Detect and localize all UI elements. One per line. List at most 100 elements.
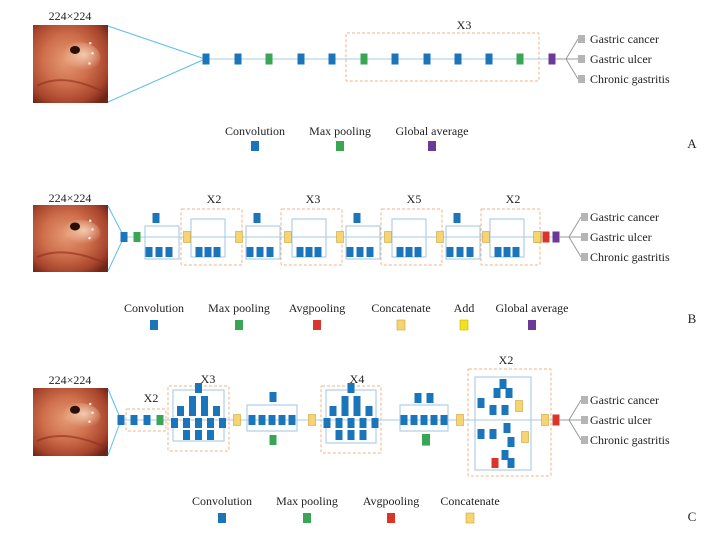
convolution-block <box>120 232 128 242</box>
class-label: Gastric ulcer <box>590 230 652 244</box>
class-label: Gastric ulcer <box>590 413 652 427</box>
specular-dot <box>89 42 92 45</box>
convolution-block <box>505 388 513 398</box>
convolution-block <box>253 213 261 223</box>
add-block <box>459 319 469 331</box>
convolution-block <box>335 418 343 428</box>
convolution-block <box>440 415 448 425</box>
convolution-block <box>117 415 125 425</box>
convolution-block <box>145 247 153 257</box>
convolution-block <box>213 247 221 257</box>
output-node <box>581 416 588 424</box>
input-size-label: 224×224 <box>49 191 92 205</box>
legend-label: Concatenate <box>440 494 499 508</box>
convolution-block <box>489 429 497 439</box>
convolution-block <box>353 406 361 416</box>
global-average-block <box>528 320 536 330</box>
max-pooling-block <box>360 53 368 65</box>
repeat-group-box <box>167 385 230 452</box>
legend-label: Convolution <box>225 124 285 138</box>
repeat-label: X3 <box>457 18 472 32</box>
convolution-block <box>204 247 212 257</box>
class-label: Chronic gastritis <box>590 72 670 86</box>
convolution-block <box>423 53 431 65</box>
convolution-block <box>477 429 485 439</box>
convolution-block <box>268 415 276 425</box>
max-pooling-block <box>336 141 344 151</box>
mucosa-highlight <box>58 219 101 247</box>
lesion-spot <box>70 45 80 54</box>
module-frame <box>246 404 298 432</box>
concatenate-block <box>183 231 191 243</box>
legend-label: Avgpooling <box>289 301 345 315</box>
convolution-block <box>420 415 428 425</box>
convolution-block <box>359 430 367 440</box>
global-average-block <box>548 53 556 65</box>
max-pooling-block <box>269 435 277 445</box>
convolution-block <box>453 213 461 223</box>
convolution-block <box>207 418 214 428</box>
concatenate-block <box>233 414 241 426</box>
specular-dot <box>91 411 94 414</box>
max-pooling-block <box>265 53 273 65</box>
legend-label: Avgpooling <box>363 494 419 508</box>
convolution-block <box>359 418 367 428</box>
convolution-block <box>494 247 502 257</box>
output-node <box>581 213 588 221</box>
legend-label: Max pooling <box>208 301 270 315</box>
convolution-block <box>248 415 256 425</box>
concatenate-block <box>521 431 529 443</box>
specular-dot <box>88 62 91 65</box>
repeat-group-box <box>345 32 540 82</box>
repeat-label: X3 <box>201 372 216 386</box>
max-pooling-block <box>133 232 141 242</box>
convolution-block <box>335 430 343 440</box>
mucosa-highlight <box>58 42 101 74</box>
convolution-block <box>341 406 349 416</box>
convolution-block <box>296 247 304 257</box>
lesion-spot <box>70 405 80 414</box>
legend-label: Global average <box>496 301 569 315</box>
convolution-block <box>454 53 462 65</box>
legend-label: Convolution <box>192 494 252 508</box>
repeat-label: X5 <box>407 192 422 206</box>
convolution-block <box>503 423 511 433</box>
convolution-block <box>347 418 355 428</box>
convolution-block <box>269 392 277 402</box>
output-wire <box>565 58 579 80</box>
convolution-block <box>507 458 515 468</box>
convolution-block <box>410 415 418 425</box>
class-label: Gastric ulcer <box>590 52 652 66</box>
convolution-block <box>356 247 364 257</box>
concatenate-block <box>384 231 392 243</box>
zoom-line <box>107 419 122 456</box>
convolution-block <box>493 388 501 398</box>
panel-label: C <box>688 509 697 524</box>
avgpooling-block <box>387 513 395 523</box>
module-frame <box>474 376 532 471</box>
lesion-spot <box>70 222 80 231</box>
repeat-label: X2 <box>144 391 159 405</box>
convolution-block <box>143 415 151 425</box>
convolution-block <box>501 450 509 460</box>
concatenate-block <box>515 400 523 412</box>
repeat-group-box <box>467 368 552 477</box>
module-frame <box>399 404 449 432</box>
convolution-block <box>414 393 422 403</box>
convolution-block <box>278 415 286 425</box>
convolution-block <box>202 53 210 65</box>
max-pooling-block <box>235 320 243 330</box>
convolution-block <box>207 430 214 440</box>
convolution-block <box>365 406 373 416</box>
concatenate-block <box>436 231 444 243</box>
zoom-line <box>107 25 206 60</box>
convolution-block <box>258 415 266 425</box>
mucosa-fold <box>36 79 105 93</box>
output-node <box>581 396 588 404</box>
repeat-label: X2 <box>207 192 222 206</box>
zoom-line <box>107 205 125 238</box>
convolution-block <box>201 396 208 406</box>
convolution-block <box>201 406 208 416</box>
convolution-block <box>341 396 349 406</box>
